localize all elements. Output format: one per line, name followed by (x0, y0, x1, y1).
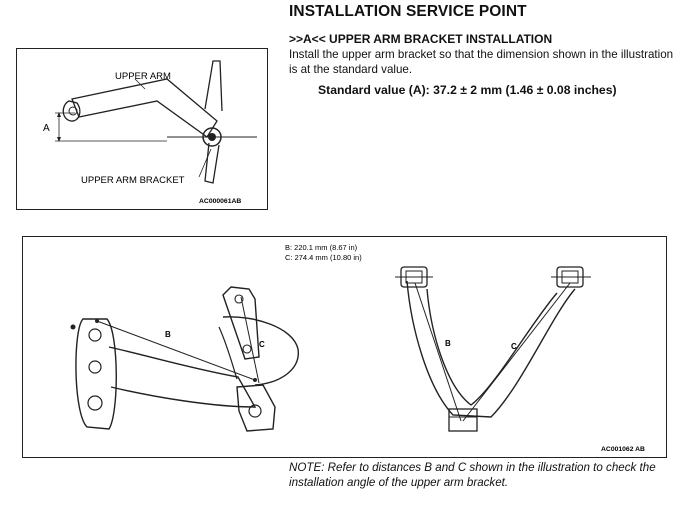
dimension-b-value: B: 220.1 mm (8.67 in) (285, 243, 358, 252)
label-dimension-a: A (43, 123, 50, 134)
right-label-b: B (445, 339, 451, 348)
instruction-text: Install the upper arm bracket so that th… (289, 48, 674, 76)
figure1-code: AC000061AB (199, 198, 241, 205)
right-label-c: C (511, 342, 517, 351)
section-heading: INSTALLATION SERVICE POINT (289, 3, 527, 20)
standard-value: Standard value (A): 37.2 ± 2 mm (1.46 ± … (318, 83, 617, 97)
label-upper-arm: UPPER ARM (115, 71, 171, 82)
figure2-illustration: B: 220.1 mm (8.67 in) C: 274.4 mm (10.80… (70, 243, 645, 453)
left-label-b: B (165, 330, 171, 339)
subsection-heading: >>A<< UPPER ARM BRACKET INSTALLATION (289, 32, 553, 46)
left-label-c: C (259, 340, 265, 349)
label-upper-arm-bracket: UPPER ARM BRACKET (81, 175, 185, 186)
figure-distances-b-c: B: 220.1 mm (8.67 in) C: 274.4 mm (10.80… (22, 236, 667, 458)
dimension-c-value: C: 274.4 mm (10.80 in) (285, 253, 362, 262)
figure1-illustration: UPPER ARM UPPER ARM BRACKET A AC000061AB (43, 60, 257, 205)
note-text: NOTE: Refer to distances B and C shown i… (289, 461, 656, 489)
figure-upper-arm-dimension: UPPER ARM UPPER ARM BRACKET A AC000061AB (16, 48, 268, 210)
figure2-code: AC001062 AB (601, 446, 645, 453)
